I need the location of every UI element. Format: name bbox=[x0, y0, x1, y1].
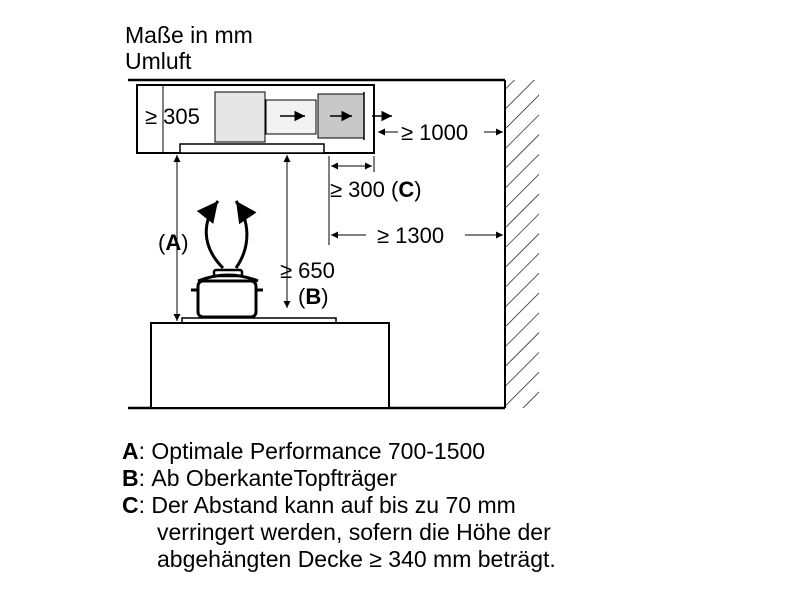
steam-arrow-left bbox=[196, 200, 225, 270]
diagram-subtitle: Umluft bbox=[125, 48, 192, 74]
legend: A: Optimale Performance 700-1500 B: Ab O… bbox=[122, 438, 556, 573]
legend-item-c-line-3: abgehängten Decke ≥ 340 mm beträgt. bbox=[122, 546, 556, 573]
dim-305-label: ≥ 305 bbox=[145, 104, 200, 129]
legend-text: Ab OberkanteTopfträger bbox=[151, 465, 397, 491]
legend-item-c: C: Der Abstand kann auf bis zu 70 mm bbox=[122, 492, 556, 519]
dim-650-label: ≥ 650 bbox=[280, 258, 335, 283]
legend-text: Optimale Performance 700-1500 bbox=[151, 438, 486, 464]
dim-300-label: ≥ 300 (C) bbox=[330, 177, 422, 202]
hood-panel bbox=[179, 143, 325, 154]
legend-text: abgehängten Decke ≥ 340 mm beträgt. bbox=[157, 546, 556, 572]
cooking-pot bbox=[191, 268, 263, 319]
legend-text: verringert werden, sofern die Höhe der bbox=[157, 519, 551, 545]
legend-item-b: B: Ab OberkanteTopfträger bbox=[122, 465, 556, 492]
installation-diagram: Maße in mm Umluft ≥ 305 ≥ 1000 ≥ 300 (C)… bbox=[125, 22, 539, 410]
legend-key: C bbox=[122, 492, 139, 518]
motor-housing bbox=[214, 91, 266, 143]
legend-text: Der Abstand kann auf bis zu 70 mm bbox=[151, 492, 516, 518]
kitchen-counter bbox=[150, 322, 390, 409]
legend-separator: : bbox=[138, 438, 152, 464]
steam-arrow-right bbox=[234, 200, 257, 269]
legend-key: A bbox=[122, 438, 139, 464]
air-duct bbox=[265, 99, 317, 135]
legend-separator: : bbox=[138, 492, 152, 518]
dim-a-label: (A) bbox=[158, 230, 189, 255]
wall-hatching bbox=[505, 80, 539, 408]
dim-b-label: (B) bbox=[298, 284, 329, 309]
legend-key: B bbox=[122, 465, 139, 491]
legend-item-a: A: Optimale Performance 700-1500 bbox=[122, 438, 556, 465]
legend-item-c-line-2: verringert werden, sofern die Höhe der bbox=[122, 519, 556, 546]
dim-1000-label: ≥ 1000 bbox=[401, 120, 468, 145]
legend-separator: : bbox=[138, 465, 152, 491]
dim-1300-label: ≥ 1300 bbox=[377, 223, 444, 248]
diagram-title: Maße in mm bbox=[125, 22, 253, 48]
